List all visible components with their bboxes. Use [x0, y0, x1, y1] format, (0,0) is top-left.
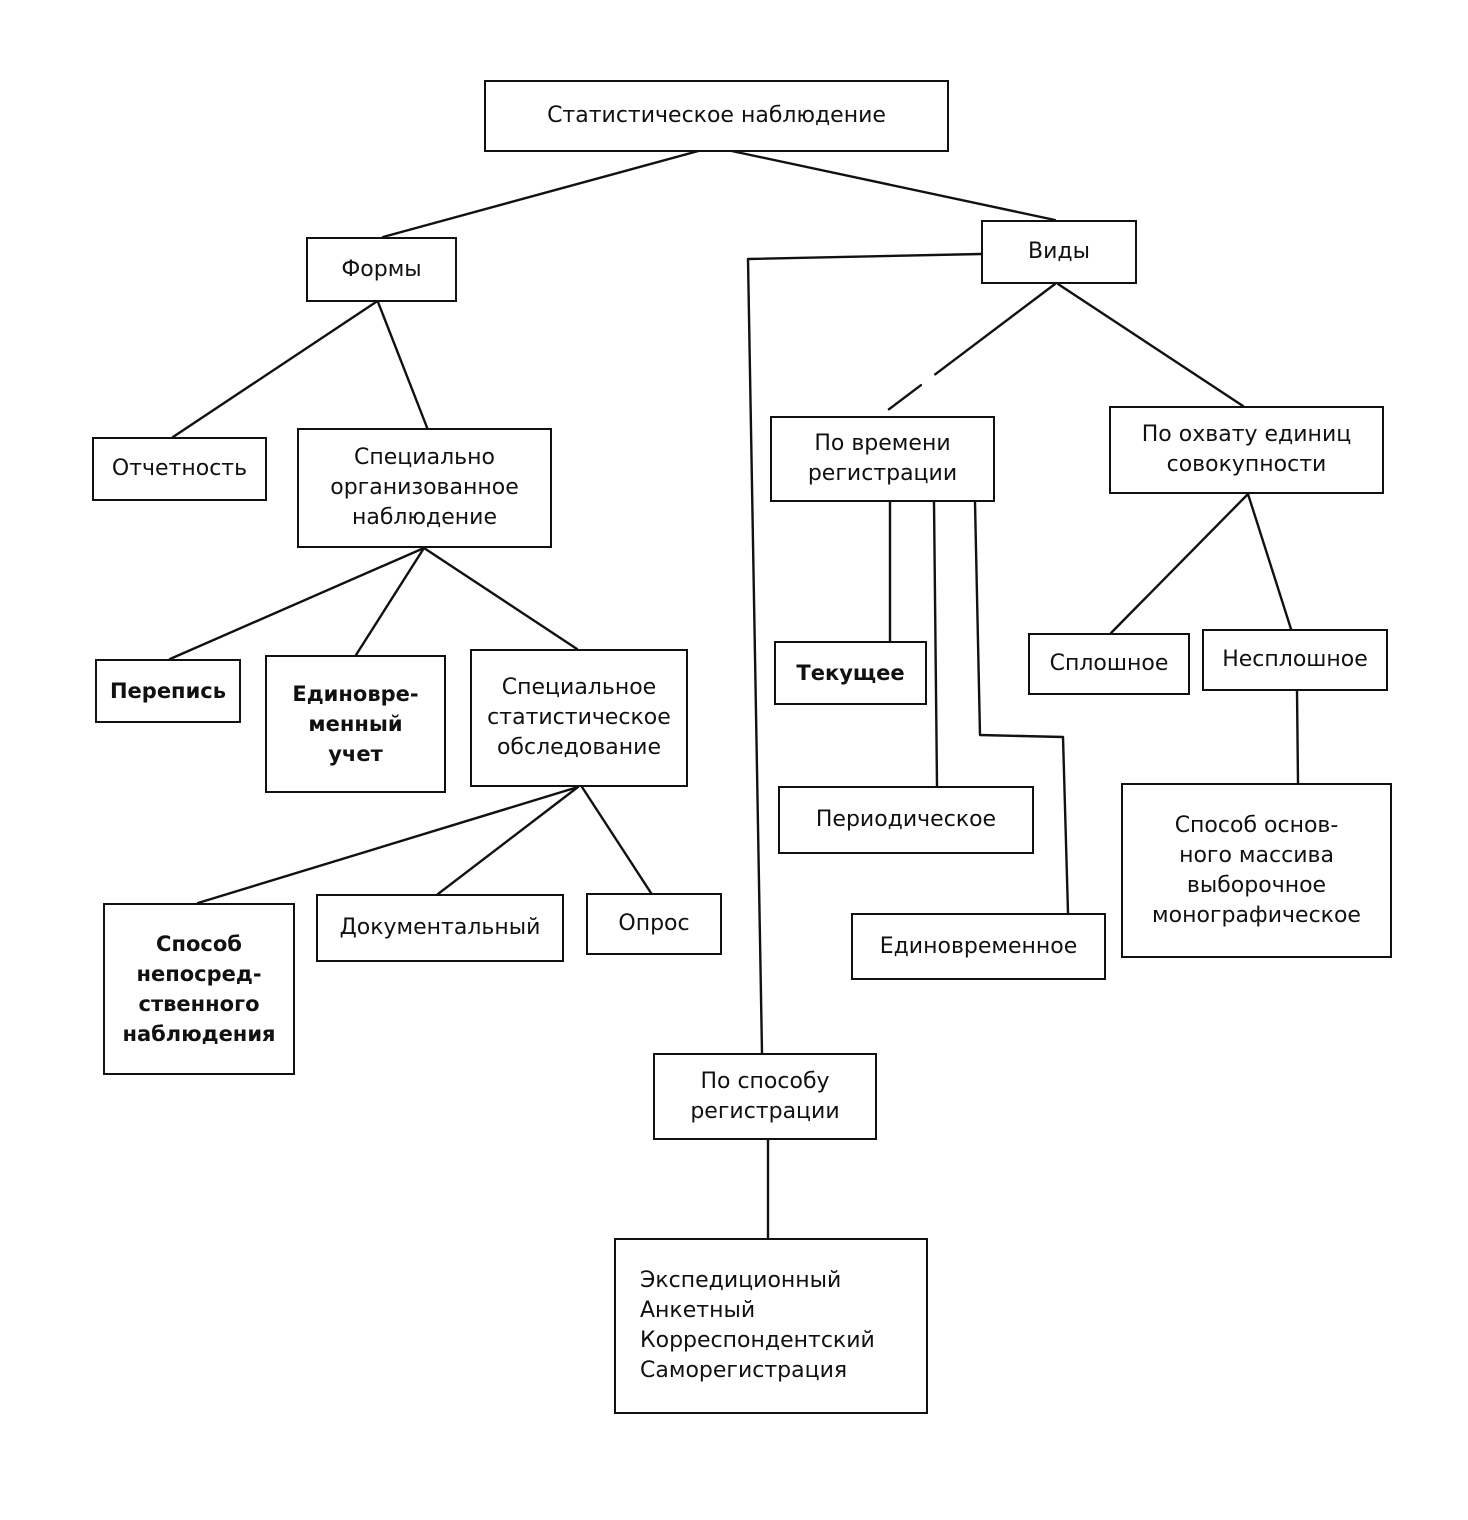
- by-coverage-label: По охвату единиц совокупности: [1141, 422, 1352, 477]
- documentary-label: Документальный: [339, 915, 541, 940]
- root-node: Статистическое наблюдение: [484, 80, 949, 152]
- partial-label: Несплошное: [1222, 647, 1368, 672]
- single-node: Единовременное: [851, 913, 1106, 980]
- edge-survey-poll: [580, 785, 653, 895]
- one-time-record-label: Единовре- менный учет: [292, 682, 419, 766]
- special-survey-node: Специальное статистическое обследование: [470, 649, 688, 787]
- direct-observation-node: Способ непосред- ственного наблюдения: [103, 903, 295, 1075]
- reporting-node: Отчетность: [92, 437, 267, 501]
- edge-types-coverage: [1056, 282, 1245, 408]
- documentary-node: Документальный: [316, 894, 564, 962]
- edge-special-census: [168, 546, 426, 661]
- poll-node: Опрос: [586, 893, 722, 955]
- by-method-label: По способу регистрации: [690, 1068, 840, 1124]
- by-method-node: По способу регистрации: [653, 1053, 877, 1140]
- periodic-label: Периодическое: [815, 807, 997, 832]
- edge-survey-doc: [436, 785, 580, 896]
- forms-node: Формы: [306, 237, 457, 302]
- census-label: Перепись: [109, 679, 227, 703]
- complete-label: Сплошное: [1049, 651, 1169, 676]
- edge-types-time: [878, 282, 1057, 418]
- one-time-record-node: Единовре- менный учет: [265, 655, 446, 793]
- types-label: Виды: [1028, 239, 1090, 264]
- poll-label: Опрос: [618, 911, 690, 936]
- edge-root-types: [711, 145, 1057, 222]
- by-time-node: По времени регистрации: [770, 416, 995, 502]
- edge-special-survey: [422, 546, 579, 651]
- complete-node: Сплошное: [1028, 633, 1190, 695]
- special-observation-label: Специально организованное наблюдение: [330, 445, 519, 530]
- edge-forms-reporting: [171, 300, 378, 439]
- census-node: Перепись: [95, 659, 241, 723]
- by-time-label: По времени регистрации: [807, 431, 958, 486]
- reporting-label: Отчетность: [111, 456, 248, 481]
- special-survey-label: Специальное статистическое обследование: [487, 675, 671, 760]
- root-label: Статистическое наблюдение: [547, 103, 886, 128]
- types-node: Виды: [981, 220, 1137, 284]
- edge-time-periodic: [932, 500, 939, 788]
- forms-label: Формы: [341, 256, 422, 282]
- edge-types-method: [746, 252, 983, 1055]
- registration-methods-node: Экспедиционный Анкетный Корреспондентски…: [614, 1238, 928, 1414]
- edge-forms-special: [376, 300, 430, 432]
- registration-methods-label: Экспедиционный Анкетный Корреспондентски…: [640, 1268, 875, 1383]
- edge-special-onetime: [354, 546, 426, 657]
- by-coverage-node: По охвату единиц совокупности: [1109, 406, 1384, 494]
- special-observation-node: Специально организованное наблюдение: [297, 428, 552, 548]
- current-node: Текущее: [774, 641, 927, 705]
- partial-methods-node: Способ основ- ного массива выборочное мо…: [1121, 783, 1392, 958]
- edge-root-forms: [381, 145, 715, 239]
- partial-methods-label: Способ основ- ного массива выборочное мо…: [1152, 812, 1361, 928]
- periodic-node: Периодическое: [778, 786, 1034, 854]
- edge-time-single: [973, 500, 1070, 915]
- edge-coverage-complete: [1109, 492, 1250, 635]
- edge-survey-direct: [196, 785, 580, 905]
- single-label: Единовременное: [879, 933, 1078, 959]
- current-label: Текущее: [796, 661, 905, 685]
- edge-coverage-partial: [1246, 492, 1293, 631]
- edge-partial-methods: [1295, 689, 1300, 785]
- direct-observation-label: Способ непосред- ственного наблюдения: [122, 932, 276, 1046]
- partial-node: Несплошное: [1202, 629, 1388, 691]
